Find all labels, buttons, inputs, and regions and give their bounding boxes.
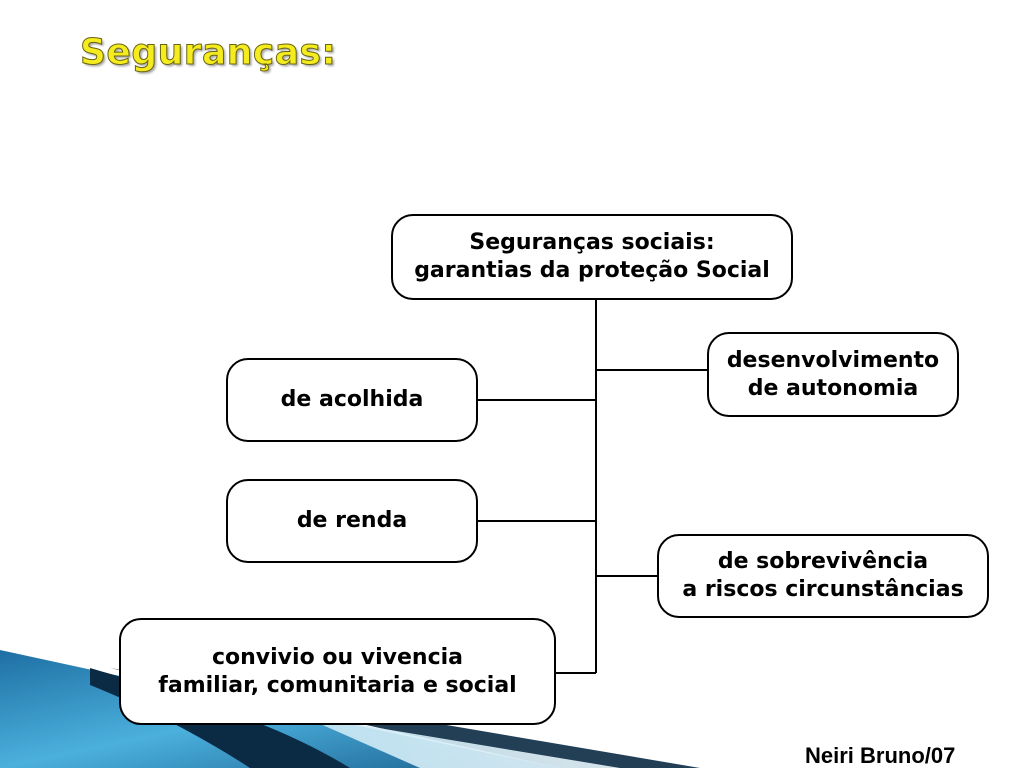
node-convivio-line1: convivio ou vivencia — [211, 644, 464, 670]
node-autonomia: desenvolvimento de autonomia — [707, 332, 959, 417]
node-renda: de renda — [226, 479, 478, 563]
node-convivio-line2: familiar, comunitaria e social — [158, 672, 517, 698]
node-autonomia-line1: desenvolvimento — [726, 347, 940, 373]
node-sobrevivencia-line2: a riscos circunstâncias — [682, 577, 964, 602]
node-convivio: convivio ou vivencia familiar, comunitar… — [119, 618, 556, 725]
node-sobrevivencia: de sobrevivência a riscos circunstâncias — [657, 534, 989, 618]
node-acolhida: de acolhida — [226, 358, 478, 442]
node-root-segurancas-sociais: Seguranças sociais: garantias da proteçã… — [391, 214, 793, 300]
node-root-line2: garantias da proteção Social — [414, 258, 770, 283]
node-acolhida-label: de acolhida — [280, 387, 424, 412]
node-sobrevivencia-line1: de sobrevivência — [717, 549, 929, 574]
node-renda-label: de renda — [296, 508, 408, 533]
node-root-line1: Seguranças sociais: — [469, 230, 715, 255]
node-autonomia-line2: de autonomia — [747, 375, 919, 401]
footer-author: Neiri Bruno/07 — [805, 743, 956, 768]
slide-title: Seguranças: — [79, 32, 337, 74]
